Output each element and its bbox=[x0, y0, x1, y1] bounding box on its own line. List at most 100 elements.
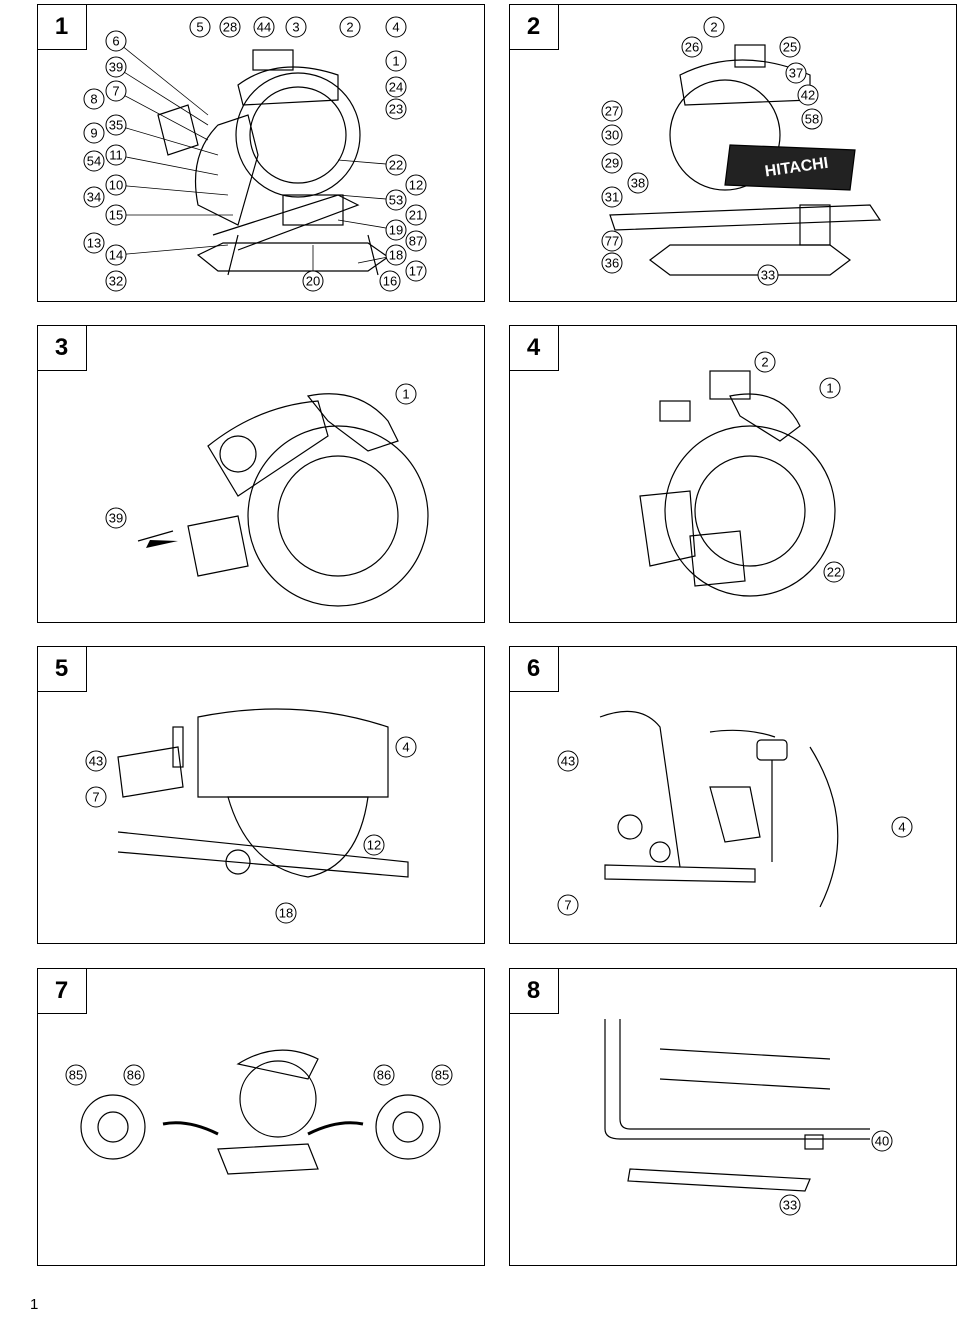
callout-marker: 34 bbox=[83, 186, 105, 208]
arrow-icon bbox=[146, 540, 178, 548]
callout-circle bbox=[83, 88, 105, 110]
callout-marker: 40 bbox=[871, 1130, 893, 1152]
callout-circle bbox=[405, 230, 427, 252]
callout-label: 18 bbox=[389, 248, 403, 263]
callout-marker: 27 bbox=[601, 100, 623, 122]
callout-marker: 4 bbox=[395, 736, 417, 758]
callout-circle bbox=[385, 244, 407, 266]
callout-marker: 5 bbox=[189, 16, 211, 38]
callout-circle bbox=[105, 270, 127, 292]
figure-number: 2 bbox=[508, 3, 559, 50]
callout-label: 8 bbox=[90, 92, 97, 107]
callout-label: 27 bbox=[605, 104, 619, 119]
callout-label: 24 bbox=[389, 80, 403, 95]
callout-label: 15 bbox=[109, 208, 123, 223]
figure-number: 7 bbox=[36, 967, 87, 1014]
callout-marker: 12 bbox=[405, 174, 427, 196]
callout-marker: 3 bbox=[285, 16, 307, 38]
callout-label: 7 bbox=[112, 84, 119, 99]
callout-label: 12 bbox=[367, 838, 381, 853]
callout-circle bbox=[385, 189, 407, 211]
callout-circle bbox=[819, 377, 841, 399]
callout-circle bbox=[871, 1130, 893, 1152]
callout-marker: 85 bbox=[65, 1064, 87, 1086]
callout-circle bbox=[601, 152, 623, 174]
callout-marker: 23 bbox=[385, 98, 407, 120]
callout-label: 30 bbox=[605, 128, 619, 143]
handle-switch-illustration: 2 1 22 bbox=[639, 351, 845, 597]
figure-number: 3 bbox=[36, 324, 87, 371]
callout-label: 2 bbox=[761, 355, 768, 370]
callout-circle bbox=[754, 351, 776, 373]
callout-marker: 37 bbox=[785, 62, 807, 84]
callout-circle bbox=[83, 232, 105, 254]
callout-label: 23 bbox=[389, 102, 403, 117]
callout-circle bbox=[385, 50, 407, 72]
callout-marker: 1 bbox=[385, 50, 407, 72]
callout-circle bbox=[601, 186, 623, 208]
callout-label: 31 bbox=[605, 190, 619, 205]
callout-marker: 33 bbox=[779, 1194, 801, 1216]
callout-label: 77 bbox=[605, 234, 619, 249]
callout-marker: 17 bbox=[405, 260, 427, 282]
callout-circle bbox=[105, 174, 127, 196]
sub-fence-illustration: 40 33 bbox=[604, 1019, 893, 1216]
callout-marker: 53 bbox=[385, 189, 407, 211]
callout-label: 25 bbox=[783, 40, 797, 55]
callout-marker: 77 bbox=[601, 230, 623, 252]
callout-marker: 44 bbox=[253, 16, 275, 38]
callout-circle bbox=[385, 154, 407, 176]
callout-label: 18 bbox=[279, 906, 293, 921]
callout-marker: 9 bbox=[83, 122, 105, 144]
callout-circle bbox=[601, 124, 623, 146]
callout-marker: 31 bbox=[601, 186, 623, 208]
callout-marker: 30 bbox=[601, 124, 623, 146]
figure-6-panel: 6 43 4 7 bbox=[508, 645, 957, 944]
callout-label: 53 bbox=[389, 193, 403, 208]
callout-circle bbox=[189, 16, 211, 38]
callout-label: 20 bbox=[306, 274, 320, 289]
figure-number: 6 bbox=[508, 645, 559, 692]
stopper-bolt-illustration: 43 4 7 bbox=[557, 710, 913, 916]
callout-circle bbox=[785, 62, 807, 84]
callout-label: 38 bbox=[631, 176, 645, 191]
callout-marker: 43 bbox=[557, 750, 579, 772]
callout-marker: 58 bbox=[801, 108, 823, 130]
callout-circle bbox=[681, 36, 703, 58]
callout-marker: 1 bbox=[819, 377, 841, 399]
callout-circle bbox=[757, 264, 779, 286]
callout-label: 44 bbox=[257, 20, 271, 35]
callout-marker: 4 bbox=[891, 816, 913, 838]
callout-circle bbox=[797, 84, 819, 106]
callout-label: 86 bbox=[127, 1068, 141, 1083]
callout-circle bbox=[405, 204, 427, 226]
callout-circle bbox=[105, 144, 127, 166]
callout-marker: 2 bbox=[703, 16, 725, 38]
callout-marker: 25 bbox=[779, 36, 801, 58]
callout-circle bbox=[395, 736, 417, 758]
callout-label: 87 bbox=[409, 234, 423, 249]
callout-circle bbox=[395, 383, 417, 405]
callout-label: 2 bbox=[346, 20, 353, 35]
callout-label: 7 bbox=[564, 898, 571, 913]
callout-marker: 86 bbox=[373, 1064, 395, 1086]
callout-label: 33 bbox=[761, 268, 775, 283]
callout-label: 2 bbox=[710, 20, 717, 35]
figure-number: 1 bbox=[36, 3, 87, 50]
callout-circle bbox=[105, 56, 127, 78]
callout-marker: 18 bbox=[385, 244, 407, 266]
callout-circle bbox=[253, 16, 275, 38]
callout-circle bbox=[275, 902, 297, 924]
callout-circle bbox=[385, 16, 407, 38]
callout-label: 32 bbox=[109, 274, 123, 289]
callout-label: 11 bbox=[109, 148, 123, 163]
callout-marker: 21 bbox=[405, 204, 427, 226]
callout-circle bbox=[105, 80, 127, 102]
callout-marker: 86 bbox=[123, 1064, 145, 1086]
callout-label: 22 bbox=[827, 565, 841, 580]
